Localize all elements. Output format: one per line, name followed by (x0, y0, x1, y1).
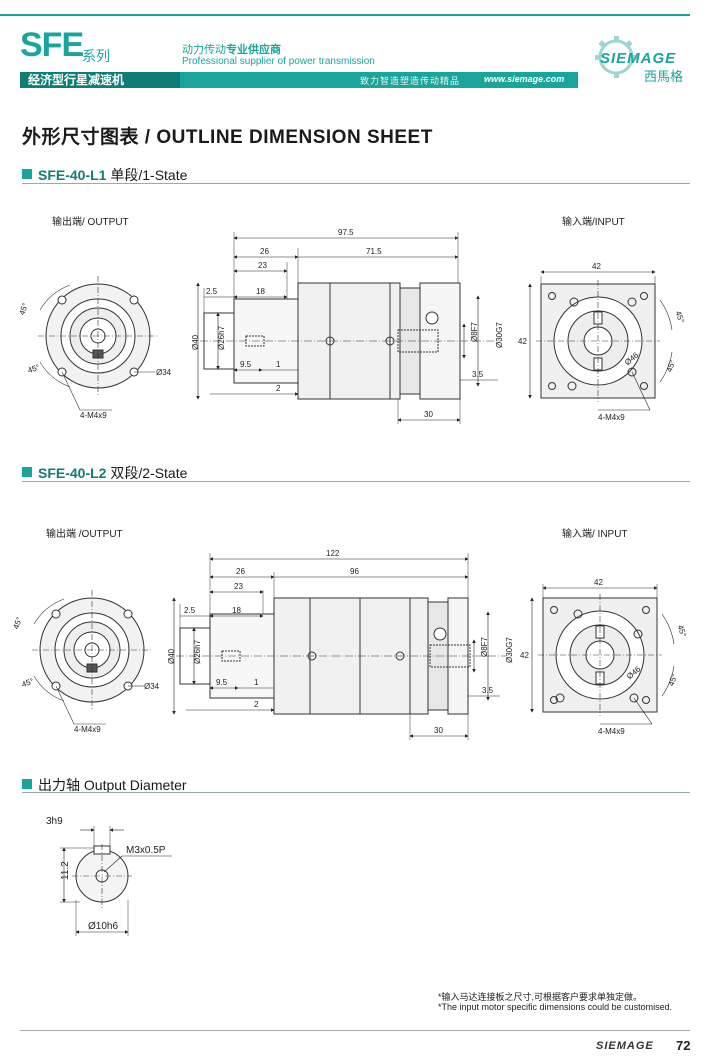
dim-text: 26 (236, 567, 245, 576)
dim-text: 1 (254, 678, 259, 687)
website-link[interactable]: www.siemage.com (484, 74, 565, 84)
page-title: 外形尺寸图表 / OUTLINE DIMENSION SHEET (22, 127, 433, 148)
dim-text: 23 (234, 582, 243, 591)
dim-text: 9.5 (240, 360, 252, 369)
dim-angle-text: 45° (675, 624, 688, 638)
dim-text: 4-M4x9 (74, 725, 101, 734)
dim-text: 30 (434, 726, 443, 735)
dim-text: 1 (276, 360, 281, 369)
note-cn: *输入马达连接板之尺寸,可根据客户要求单独定做。 (438, 992, 643, 1002)
side-view-2 (176, 553, 506, 740)
input-label-1: 输入端/INPUT (562, 217, 625, 228)
input-flange-view-1 (536, 276, 660, 402)
dim-text: Ø8F7 (480, 636, 489, 657)
shaft-key-dim: 3h9 (46, 816, 63, 827)
dim-text: Ø8F7 (470, 321, 479, 342)
dim-text: 26 (260, 247, 269, 256)
dim-text: 9.5 (216, 678, 228, 687)
gear-logo-icon (595, 36, 637, 78)
shaft-thread-dim: M3x0.5P (126, 845, 166, 856)
section-marker-icon (22, 467, 32, 477)
dim-text: 71.5 (366, 247, 382, 256)
dim-text: Ø40 (167, 648, 176, 664)
input-label-2: 输入端/ INPUT (562, 529, 628, 540)
dim-text: 42 (520, 651, 529, 660)
dim-text: 4-M4x9 (80, 411, 107, 420)
section-divider (22, 183, 690, 184)
output-label-2: 输出端 /OUTPUT (46, 529, 123, 540)
dim-text: Ø40 (191, 334, 200, 350)
dim-angle-text: 45° (21, 677, 35, 690)
brand-logo-text: SIEMAGE (600, 50, 677, 67)
section-divider (22, 792, 690, 793)
motto: 致力智造塑造传动精品 (360, 76, 461, 86)
dim-text: 2 (276, 384, 281, 393)
dim-text: 18 (256, 287, 265, 296)
dim-angle-text: 45° (673, 310, 686, 324)
output-flange-view-2 (32, 590, 152, 725)
dim-text: 18 (232, 606, 241, 615)
header-top-line (0, 14, 690, 16)
side-view-1 (200, 232, 500, 424)
dim-angle-text: 45° (17, 302, 30, 316)
shaft-height-dim: 11.2 (60, 861, 71, 880)
dim-text: 42 (518, 337, 527, 346)
section-marker-icon (22, 779, 32, 789)
dim-text: Ø34 (144, 682, 160, 691)
dim-text: Ø26h7 (217, 325, 226, 350)
dim-text: 2.5 (206, 287, 218, 296)
dim-text: 23 (258, 261, 267, 270)
dim-text: Ø34 (156, 368, 172, 377)
series-code: SFE (20, 26, 84, 64)
output-label-1: 输出端/ OUTPUT (52, 217, 129, 228)
output-shaft-view (60, 826, 132, 936)
dim-angle-text: 45° (27, 363, 41, 376)
dim-text: 2.5 (184, 606, 196, 615)
dim-angle-text: 45° (11, 616, 24, 630)
slogan-en: Professional supplier of power transmiss… (182, 56, 375, 67)
dim-text: 42 (592, 262, 601, 271)
input-flange-view-2 (538, 584, 662, 716)
page-number: 72 (676, 1038, 691, 1053)
shaft-diameter-dim: Ø10h6 (88, 921, 118, 932)
dim-angle-text: 45° (665, 359, 678, 373)
dim-text: 4-M4x9 (598, 413, 625, 422)
dim-text: 4-M4x9 (598, 727, 625, 736)
series-suffix: 系列 (82, 48, 110, 64)
section-marker-icon (22, 169, 32, 179)
brand-cn-text: 西馬格 (644, 69, 684, 84)
dim-text: 96 (350, 567, 359, 576)
slogan-cn: 动力传动专业供应商 (182, 44, 281, 56)
note-en: *The input motor specific dimensions cou… (438, 1002, 673, 1012)
dim-text: Ø30G7 (505, 637, 514, 663)
dim-text: 122 (326, 549, 340, 558)
product-type: 经济型行星减速机 (20, 72, 180, 88)
footer-divider (20, 1030, 690, 1031)
dim-text: Ø26h7 (193, 639, 202, 664)
dim-text: 3.5 (472, 370, 484, 379)
dim-text: Ø30G7 (495, 322, 504, 348)
dim-text: 2 (254, 700, 259, 709)
section-divider (22, 481, 690, 482)
footer-brand: SIEMAGE (596, 1040, 654, 1052)
dim-text: 3.5 (482, 686, 494, 695)
dim-text: 30 (424, 410, 433, 419)
dim-text: 42 (594, 578, 603, 587)
output-flange-view-1 (38, 276, 158, 411)
dim-angle-text: 45° (667, 673, 680, 687)
dim-text: 97.5 (338, 228, 354, 237)
